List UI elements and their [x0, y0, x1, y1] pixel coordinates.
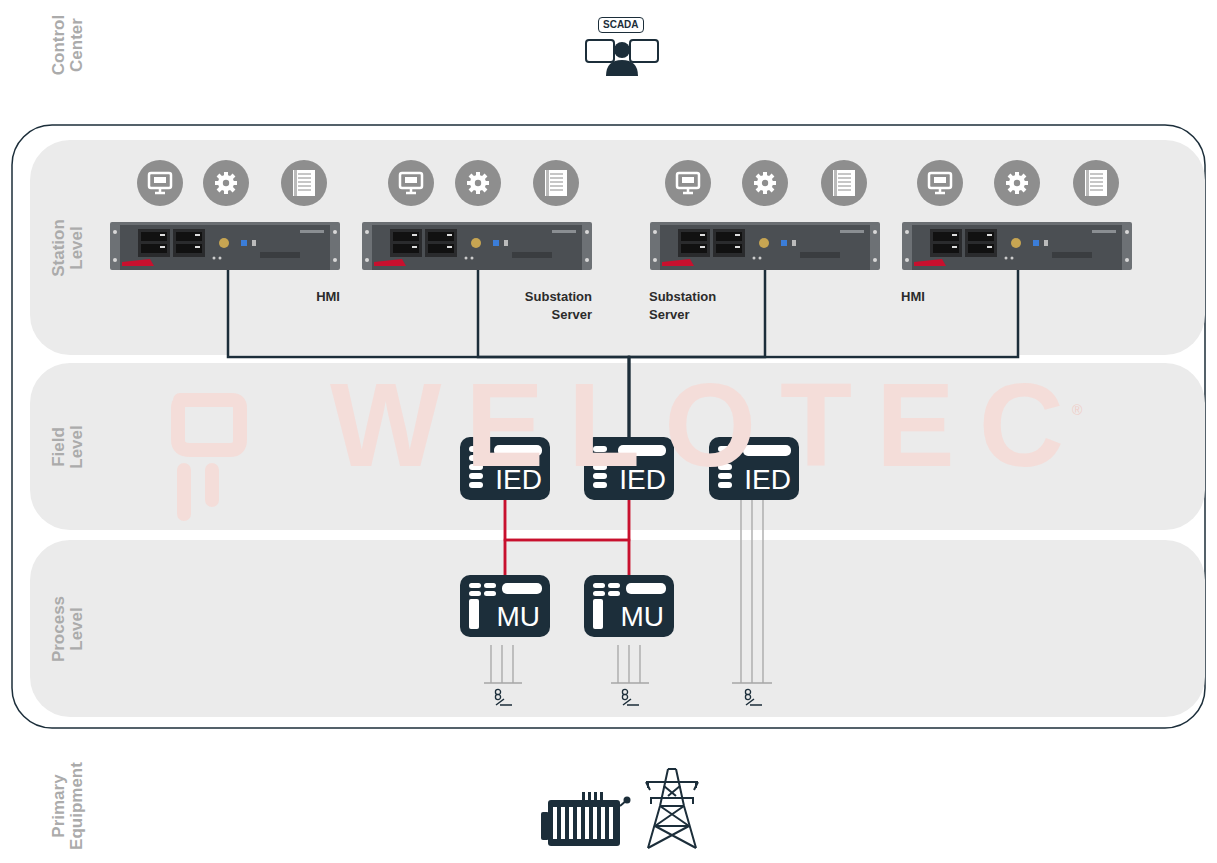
- rack-server: Substation Server: [650, 222, 880, 270]
- device-label: MU: [496, 603, 540, 631]
- process-bus-line: [505, 500, 629, 575]
- process-bus-line: [628, 500, 631, 575]
- merging-unit: MU: [584, 575, 674, 637]
- device-label: IED: [619, 466, 666, 494]
- server-label: HMI: [258, 288, 340, 306]
- server-label: HMI: [901, 288, 983, 306]
- rack-server: HMI: [110, 222, 340, 270]
- rack-server: [902, 222, 1132, 270]
- rack-server: [110, 222, 340, 270]
- level-label: Field Level: [50, 419, 86, 474]
- device-label: MU: [620, 603, 664, 631]
- rack-server: [362, 222, 592, 270]
- process-bus-line: [505, 500, 629, 575]
- level-label: Control Center: [50, 6, 86, 84]
- level-band: Station LevelHMISubstation ServerSubstat…: [30, 140, 1205, 355]
- rack-server: HMI: [902, 222, 1132, 270]
- merging-unit: MU: [460, 575, 550, 637]
- level-label: Station Level: [50, 212, 86, 284]
- level-label: Primary Equipment: [50, 756, 86, 856]
- server-label: Substation Server: [510, 288, 592, 324]
- level-band: Process Level MU MU: [30, 540, 1205, 717]
- scada-badge: SCADA: [598, 17, 644, 33]
- server-label: Substation Server: [649, 288, 731, 324]
- rack-server: Substation Server: [362, 222, 592, 270]
- device-label: IED: [495, 466, 542, 494]
- level-label: Process Level: [50, 589, 86, 669]
- device-label: IED: [744, 466, 791, 494]
- watermark-mark: ®: [1072, 402, 1082, 418]
- watermark: WELOTEC: [330, 366, 1088, 484]
- rack-server: [650, 222, 880, 270]
